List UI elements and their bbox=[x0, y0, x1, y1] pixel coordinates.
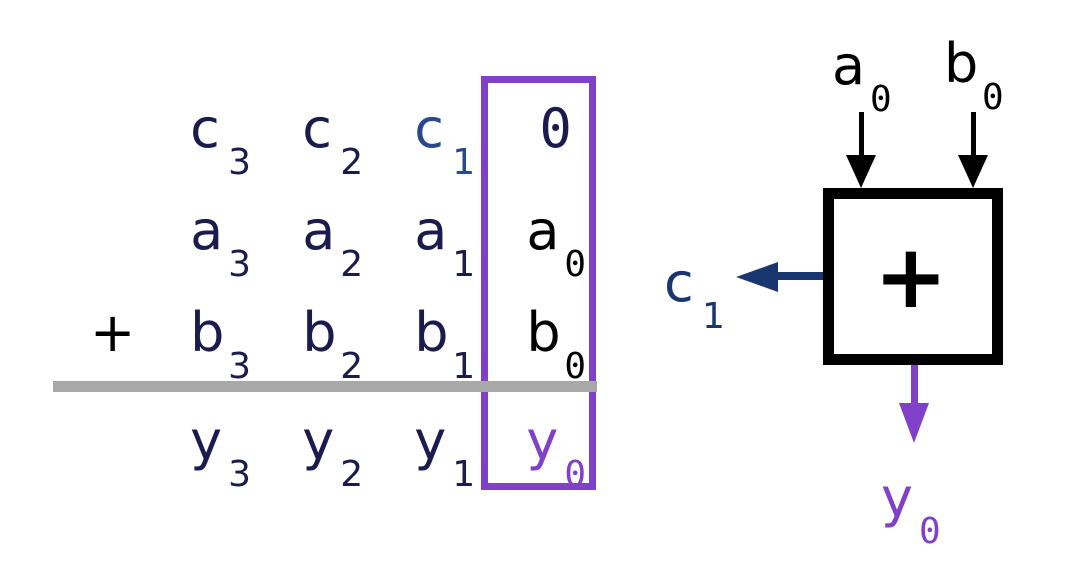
label-subscript: 0 bbox=[982, 77, 1004, 118]
cell-subscript: 1 bbox=[452, 346, 476, 387]
label-base: a bbox=[832, 34, 866, 97]
cell-base: a bbox=[190, 199, 224, 262]
input-a-arrow-shaft bbox=[859, 112, 864, 158]
cell-subscript: 3 bbox=[228, 244, 251, 285]
carry-out-arrowhead-icon bbox=[736, 262, 778, 292]
label-subscript: 0 bbox=[870, 79, 892, 120]
adder-box bbox=[823, 188, 1003, 365]
cell-base: a bbox=[302, 199, 336, 262]
cell-subscript: 3 bbox=[228, 454, 251, 495]
cell-base: y bbox=[190, 409, 223, 472]
cell-base: b bbox=[526, 301, 561, 364]
adder-plus-operator: + bbox=[874, 225, 948, 328]
cell-subscript: 0 bbox=[564, 346, 587, 387]
cell-subscript: 1 bbox=[452, 454, 476, 495]
cell-subscript: 0 bbox=[564, 244, 587, 285]
label-base: b bbox=[944, 32, 979, 95]
spacer-cell bbox=[90, 102, 185, 156]
sum-out-arrowhead-icon bbox=[899, 403, 929, 443]
plus-sign: + bbox=[90, 301, 136, 364]
cell-base: b bbox=[414, 301, 449, 364]
label-subscript: 1 bbox=[702, 296, 725, 337]
cell-subscript: 3 bbox=[228, 142, 251, 183]
sum-rule-line bbox=[53, 381, 597, 392]
cell-subscript: 2 bbox=[340, 244, 364, 285]
carry-out-arrow-shaft bbox=[778, 272, 825, 280]
cell-base: a bbox=[414, 199, 448, 262]
input-a-arrowhead-icon bbox=[846, 155, 876, 188]
cell-subscript: 3 bbox=[228, 346, 251, 387]
cell-base: b bbox=[190, 301, 225, 364]
label-base: c bbox=[664, 251, 694, 314]
cell-base: c bbox=[414, 97, 444, 160]
cell-subscript: 2 bbox=[340, 346, 364, 387]
label-base: y bbox=[881, 466, 913, 529]
cell-base: a bbox=[526, 199, 560, 262]
input-b-arrow-shaft bbox=[971, 112, 976, 158]
cell-base: c bbox=[190, 97, 220, 160]
cell-subscript: 2 bbox=[340, 454, 364, 495]
cell-subscript: 0 bbox=[564, 454, 587, 495]
sum-out-arrow-shaft bbox=[911, 356, 918, 406]
cell-base: y bbox=[526, 409, 559, 472]
cell-subscript: 1 bbox=[452, 244, 476, 285]
cell-subscript: 2 bbox=[340, 142, 364, 183]
cell-base: c bbox=[302, 97, 332, 160]
cell-base: b bbox=[302, 301, 337, 364]
spacer-cell bbox=[90, 414, 185, 468]
cell-plus-operator: + bbox=[90, 306, 185, 360]
spacer-cell bbox=[90, 204, 185, 258]
cell-base: y bbox=[414, 409, 447, 472]
cell-subscript: 1 bbox=[452, 142, 476, 183]
input-b-arrowhead-icon bbox=[958, 155, 988, 188]
cell-base: 0 bbox=[539, 97, 572, 160]
cell-carry0-zero: 0 bbox=[526, 102, 614, 156]
cell-base: y bbox=[302, 409, 335, 472]
bit0-column-highlight-box bbox=[481, 76, 596, 490]
label-subscript: 0 bbox=[919, 511, 941, 552]
